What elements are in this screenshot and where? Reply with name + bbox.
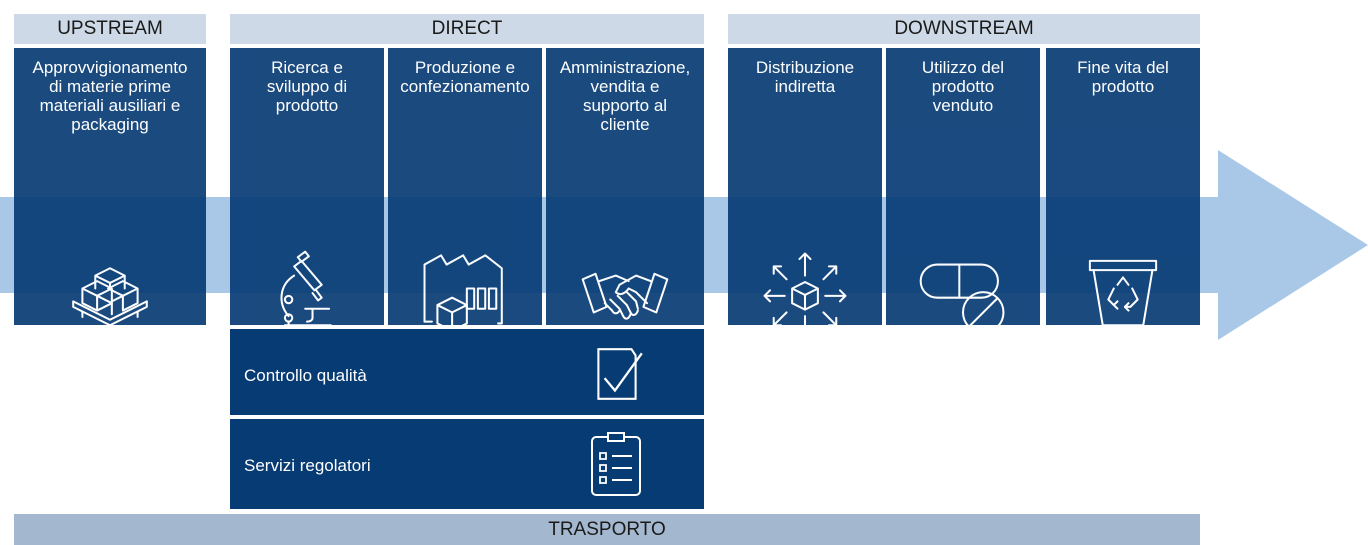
panel-label: Produzione e confezionamento	[400, 58, 530, 96]
panel-fine-vita: Fine vita del prodotto	[1046, 48, 1200, 327]
recycle-bin-icon	[1046, 243, 1200, 345]
panel-amministrazione: Amministrazione, vendita e supporto al c…	[546, 48, 704, 325]
transport-label: TRASPORTO	[548, 518, 666, 540]
panel-label: Distribuzione indiretta	[755, 58, 855, 96]
row-servizi-regolatori: Servizi regolatori	[230, 419, 704, 509]
panel-label: Utilizzo del prodotto venduto	[921, 58, 1005, 115]
row-label: Servizi regolatori	[244, 456, 371, 475]
panel-ricerca: Ricerca e sviluppo di prodotto	[230, 48, 384, 334]
header-direct: DIRECT	[230, 14, 704, 44]
distribution-box-icon	[728, 243, 882, 345]
row-controllo-qualita: Controllo qualità	[230, 329, 704, 415]
panel-label: Ricerca e sviluppo di prodotto	[266, 58, 348, 115]
transport-bar: TRASPORTO	[14, 514, 1200, 545]
header-downstream: DOWNSTREAM	[728, 14, 1200, 44]
pallet-boxes-icon	[14, 243, 206, 345]
handshake-icon	[546, 243, 704, 345]
clipboard-checklist-icon	[591, 432, 641, 496]
panel-label: Amministrazione, vendita e supporto al c…	[559, 58, 691, 134]
panel-label: Approvvigionamento di materie prime mate…	[32, 58, 188, 134]
panel-approvvigionamento: Approvvigionamento di materie prime mate…	[14, 48, 206, 332]
header-upstream: UPSTREAM	[14, 14, 206, 44]
panel-utilizzo: Utilizzo del prodotto venduto	[886, 48, 1040, 334]
panel-produzione: Produzione e confezionamento	[388, 48, 542, 332]
panel-distribuzione: Distribuzione indiretta	[728, 48, 882, 338]
panel-label: Fine vita del prodotto	[1077, 58, 1169, 96]
pills-icon	[886, 243, 1040, 345]
row-label: Controllo qualità	[244, 366, 367, 385]
factory-box-icon	[388, 243, 542, 345]
checked-document-icon	[597, 348, 643, 400]
